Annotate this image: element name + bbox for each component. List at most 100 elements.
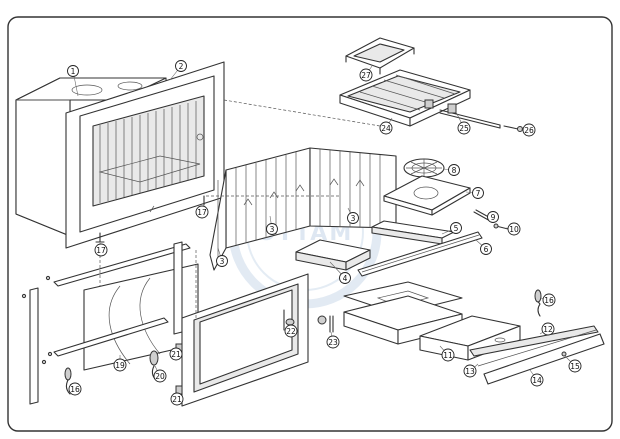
part-top-baffle-27 <box>345 37 415 75</box>
part-grate-plate-7 <box>383 175 471 216</box>
callout-label: 1 <box>71 67 76 76</box>
callout-circle <box>448 164 460 176</box>
callout-label: 7 <box>476 189 481 198</box>
callout-circle <box>339 272 351 284</box>
callout-c22: 22 <box>284 323 298 338</box>
callout-c10: 10 <box>505 222 521 236</box>
callout-label: 24 <box>381 124 391 133</box>
callout-circle <box>379 121 393 135</box>
callout-c1: 1 <box>67 65 79 97</box>
part-base-plate <box>343 281 463 345</box>
callout-circle <box>326 335 340 349</box>
part-rail-6 <box>357 231 483 277</box>
callout-circle <box>463 364 477 378</box>
part-handle-16-left <box>64 367 72 395</box>
callout-circle <box>266 223 278 235</box>
callout-circle <box>487 211 499 223</box>
callout-circle <box>195 205 209 219</box>
callout-c15: 15 <box>564 355 582 373</box>
callout-c21a: 21 <box>169 347 183 361</box>
callout-label: 17 <box>197 208 207 217</box>
callout-c3b: 3 <box>266 215 278 235</box>
callout-circle <box>441 348 455 362</box>
part-screws-left <box>21 275 53 365</box>
callout-label: 8 <box>452 166 457 175</box>
callout-c24: 24 <box>379 117 393 135</box>
callout-circle <box>507 222 521 236</box>
callout-c17b: 17 <box>195 204 209 219</box>
callout-label: 16 <box>544 296 554 305</box>
callout-c3c: 3 <box>347 207 359 224</box>
callout-label: 3 <box>270 225 275 234</box>
callout-c2: 2 <box>169 60 187 81</box>
callout-circle <box>284 324 298 338</box>
callout-label: 21 <box>171 350 181 359</box>
callout-label: 3 <box>351 214 356 223</box>
part-handle-23 <box>317 315 334 333</box>
callout-label: 9 <box>491 213 496 222</box>
part-round-grate-8 <box>403 158 445 178</box>
callout-label: 20 <box>155 372 165 381</box>
callout-circle <box>568 359 582 373</box>
callout-label: 4 <box>343 274 348 283</box>
part-door-frame <box>181 273 309 407</box>
callout-c19: 19 <box>113 355 127 372</box>
callout-label: 19 <box>115 361 125 370</box>
callout-circle <box>153 369 167 383</box>
callout-circle <box>67 65 79 77</box>
callout-label: 22 <box>286 327 296 336</box>
part-hinge-22 <box>283 309 295 331</box>
part-rod-25 <box>439 103 501 129</box>
callout-circle <box>457 121 471 135</box>
callout-label: 3 <box>220 257 225 266</box>
callout-c13: 13 <box>463 363 479 378</box>
callout-label: 25 <box>459 124 469 133</box>
part-rails-top-bottom <box>53 243 191 357</box>
callout-label: 23 <box>328 338 338 347</box>
part-smoke-deflector-24 <box>339 69 471 127</box>
callout-c16a: 16 <box>540 293 556 307</box>
callout-circle <box>480 243 492 255</box>
part-front-frame <box>65 61 225 249</box>
callout-label: 5 <box>454 224 459 233</box>
callout-label: 6 <box>484 245 489 254</box>
callout-c14: 14 <box>529 369 544 387</box>
part-handle-16-right <box>534 289 542 317</box>
callout-circle <box>169 347 183 361</box>
callout-c16b: 16 <box>68 382 82 396</box>
callout-label: 10 <box>509 225 519 234</box>
callout-circle <box>68 382 82 396</box>
callout-circle <box>113 358 127 372</box>
callout-circle <box>170 392 184 406</box>
part-brick-4 <box>295 239 371 271</box>
callout-c26: 26 <box>520 123 536 137</box>
callout-c23: 23 <box>326 331 340 349</box>
callout-c17a: 17 <box>94 242 108 257</box>
callout-c11: 11 <box>439 345 455 362</box>
callout-circle <box>450 222 462 234</box>
part-pin-10 <box>493 223 509 230</box>
callout-circle <box>175 60 187 72</box>
callout-label: 27 <box>361 71 371 80</box>
callout-label: 15 <box>570 362 580 371</box>
callout-circle <box>472 187 484 199</box>
callout-c20: 20 <box>153 365 167 383</box>
part-screw-26 <box>503 125 523 132</box>
callout-c5: 5 <box>441 222 462 235</box>
callout-c7: 7 <box>465 187 484 199</box>
callout-circle <box>359 68 373 82</box>
callout-label: 21 <box>172 395 182 404</box>
callout-c27: 27 <box>359 65 373 82</box>
callout-circle <box>347 212 359 224</box>
part-back-panels-3 <box>209 147 397 271</box>
callout-label: 12 <box>543 325 553 334</box>
callout-c8: 8 <box>442 164 460 176</box>
callout-label: 17 <box>96 246 106 255</box>
callout-circle <box>216 255 228 267</box>
callout-circle <box>541 322 555 336</box>
callout-c21b: 21 <box>170 392 184 406</box>
callout-label: 11 <box>443 351 453 360</box>
callout-circle <box>94 243 108 257</box>
